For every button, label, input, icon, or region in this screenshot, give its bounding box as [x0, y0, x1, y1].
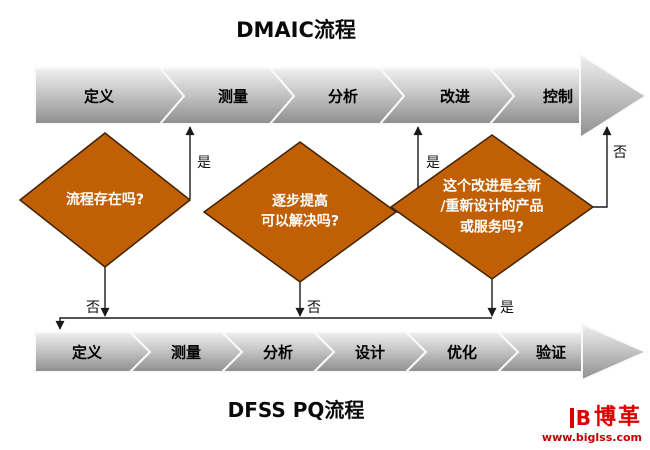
dmaic-stage-label-define: 定义	[83, 87, 115, 106]
dfss-stage-label-design: 设计	[354, 343, 386, 362]
dmaic-stage-label-control: 控制	[542, 87, 574, 106]
decision-line: 或服务吗?	[459, 219, 525, 236]
branch-label-no-d3: 否	[613, 145, 627, 161]
dfss-stage-label-measure: 测量	[170, 343, 202, 362]
biglss-logo-row: B 博革	[542, 407, 642, 429]
decision-line: 流程存在吗?	[65, 191, 145, 208]
dmaic-stage-label-analyze: 分析	[327, 87, 359, 106]
decision-diamonds	[18, 132, 595, 283]
decision-line: 逐步提高	[272, 193, 328, 210]
connector-d3-up	[592, 126, 612, 208]
dmaic-arrowhead-shape	[579, 52, 648, 140]
dmaic-band	[34, 52, 648, 140]
biglss-logo: B 博革 www.biglss.com	[541, 407, 642, 445]
branch-label-yes-d3: 是	[500, 300, 514, 316]
connector-bus-to-dfss	[55, 317, 492, 330]
dmaic-stage-label-measure: 测量	[217, 87, 249, 106]
decision-question-1: 流程存在吗?	[66, 190, 144, 210]
branch-label-yes-d1: 是	[197, 155, 211, 171]
biglss-logo-name: 博革	[593, 405, 642, 430]
decision-diamond-2	[202, 141, 398, 283]
decision-line: 这个改进是全新	[443, 178, 541, 195]
dfss-stage-label-optimize: 优化	[446, 343, 478, 362]
dmaic-stage-shape-control	[487, 67, 585, 125]
dfss-title: DFSS PQ流程	[227, 398, 365, 422]
decision-line: 可以解决吗?	[260, 214, 340, 230]
dfss-band	[34, 322, 649, 382]
dmaic-stage-label-improve: 改进	[439, 87, 471, 106]
decision-line: /重新设计的产品	[440, 198, 544, 215]
decision-question-3: 这个改进是全新 /重新设计的产品 或服务吗?	[440, 177, 543, 238]
dfss-arrowhead-shape	[581, 322, 649, 382]
dfss-stage-label-define: 定义	[71, 343, 103, 362]
branch-label-no-d1: 否	[86, 300, 100, 316]
branch-label-yes-d2: 是	[426, 155, 440, 171]
dfss-stage-label-analyze: 分析	[262, 343, 294, 362]
decision-diamond-3	[389, 134, 595, 280]
branch-label-no-d2: 否	[307, 300, 321, 316]
dfss-stage-label-verify: 验证	[535, 343, 567, 362]
dmaic-title: DMAIC流程	[236, 18, 356, 42]
decision-question-2: 逐步提高 可以解决吗?	[261, 192, 339, 233]
dfss-stage-shape-verify	[495, 331, 585, 373]
biglss-logo-url: www.biglss.com	[541, 431, 642, 444]
decision-diamond-1	[18, 132, 192, 268]
biglss-logo-icon: B	[569, 408, 591, 428]
